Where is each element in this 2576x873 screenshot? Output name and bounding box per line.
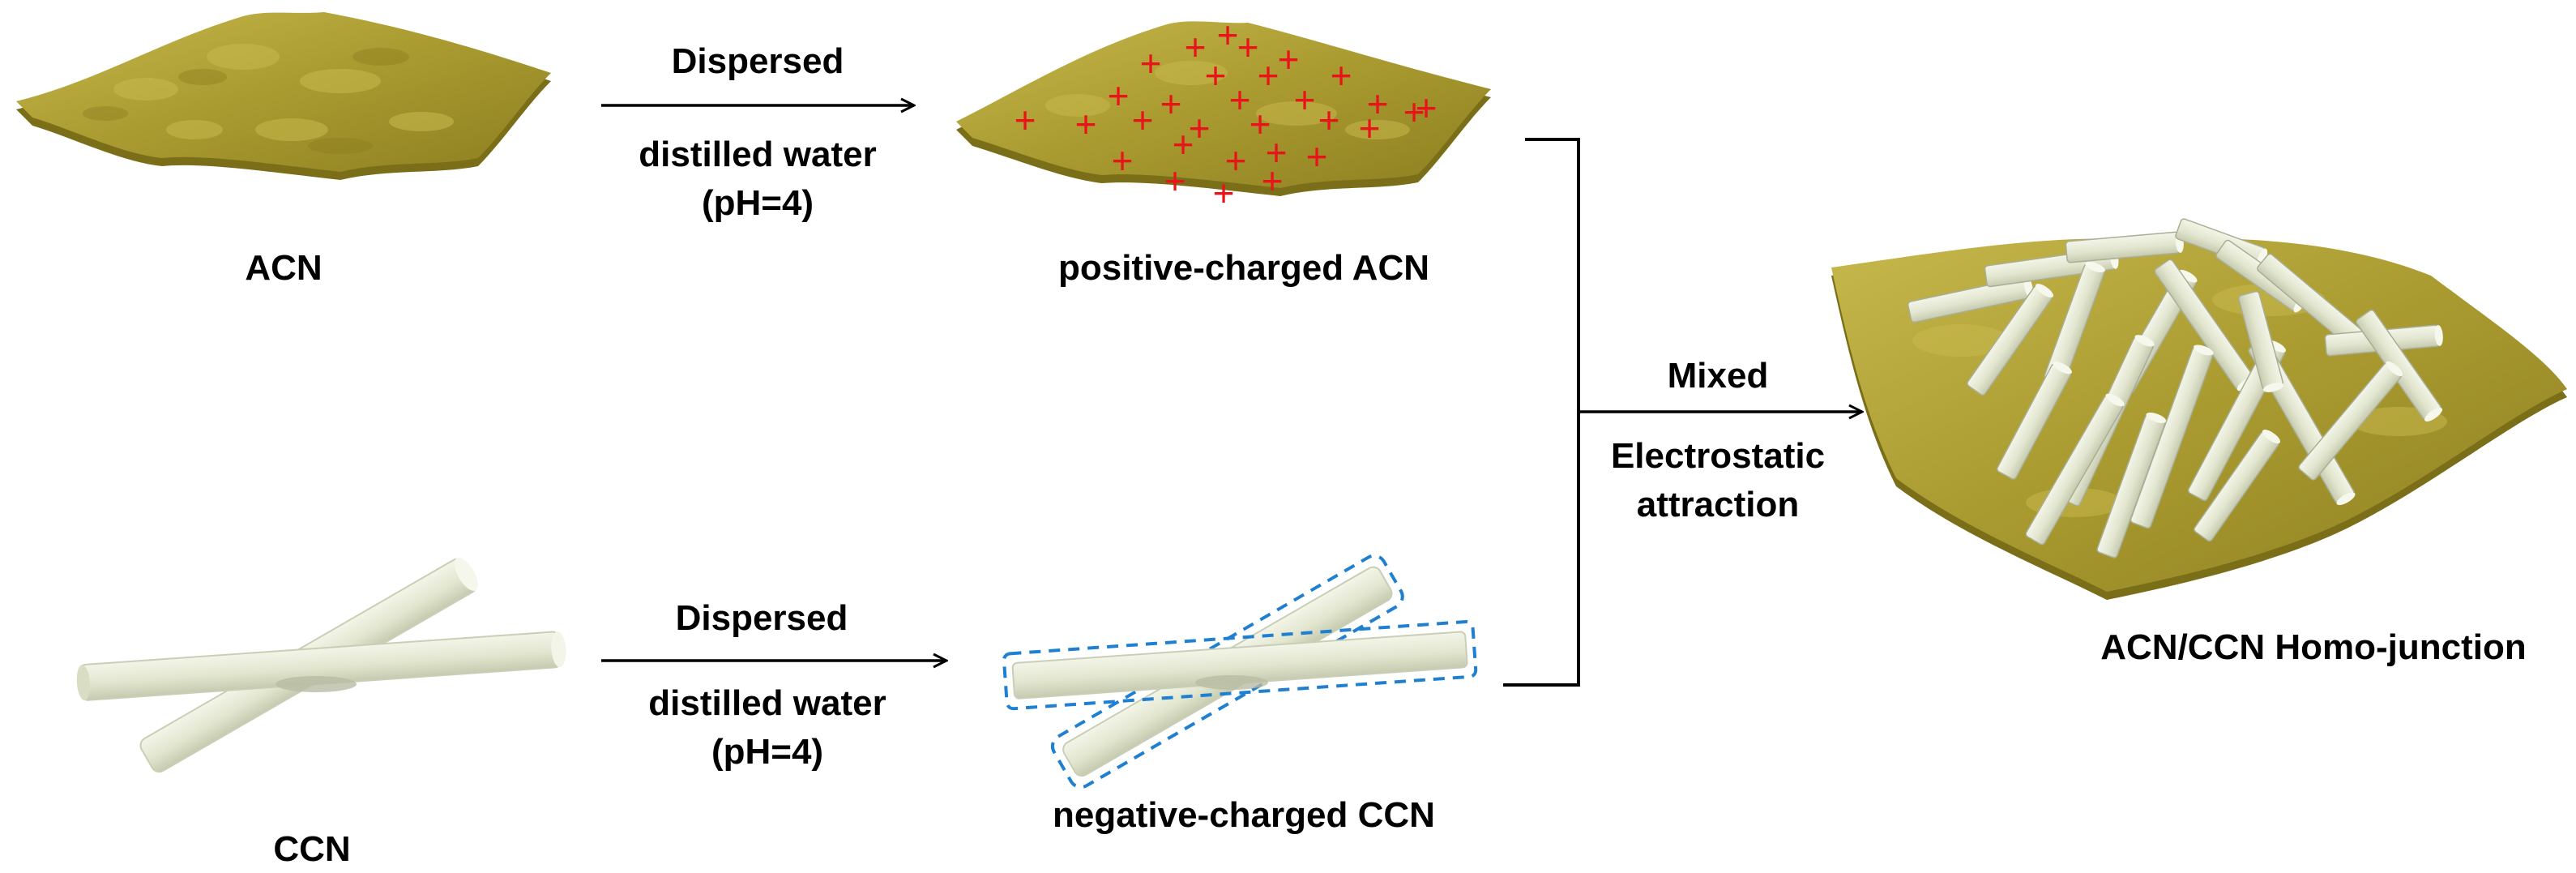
plus-charge-icon: +	[1160, 83, 1182, 125]
plus-charge-icon: +	[1112, 139, 1134, 182]
plus-charge-icon: +	[1213, 172, 1235, 214]
arrow-top-above-label: Dispersed	[672, 41, 844, 81]
label-homo-junction: ACN/CCN Homo-junction	[2100, 627, 2527, 667]
plus-charge-icon: +	[1185, 26, 1207, 68]
plus-charge-icon: +	[1229, 79, 1251, 121]
positive-acn-sheet: ++++++++++++++++++++++++++++++	[956, 14, 1491, 214]
plus-charge-icon: +	[1140, 42, 1162, 84]
plus-charge-icon: +	[1258, 54, 1279, 96]
plus-charge-icon: +	[1403, 91, 1425, 133]
junction-rod	[2025, 393, 2125, 546]
plus-charge-icon: +	[1266, 131, 1288, 173]
arrow-mix-below-label-2: attraction	[1637, 485, 1799, 524]
plus-charge-icon: +	[1262, 160, 1284, 202]
label-ccn: CCN	[273, 829, 350, 869]
ccn-rods	[76, 557, 566, 773]
plus-charge-icon: +	[1189, 107, 1211, 149]
plus-charge-icon: +	[1173, 123, 1194, 165]
plus-charge-icon: +	[1164, 160, 1186, 202]
plus-charge-icon: +	[1331, 54, 1352, 96]
plus-charge-icon: +	[1205, 54, 1227, 96]
junction-rod	[1996, 362, 2072, 480]
plus-charge-icon: +	[1318, 99, 1340, 141]
arrow-mix-above-label: Mixed	[1668, 356, 1769, 396]
plus-charge-icon: +	[1250, 103, 1271, 145]
arrow-bottom-above-label: Dispersed	[676, 598, 848, 638]
junction-rod	[1967, 284, 2054, 396]
merge-bracket	[1503, 138, 1580, 687]
plus-charge-icon: +	[1367, 83, 1389, 125]
arrow-bottom: Dispersed distilled water (pH=4)	[601, 598, 946, 772]
negative-ccn-rods	[1002, 554, 1478, 790]
arrow-bottom-below-label-1: distilled water	[648, 683, 886, 723]
junction-rod	[2298, 361, 2403, 481]
arrow-mix: Mixed Electrostatic attraction	[1578, 356, 1862, 524]
junction-rod	[2096, 412, 2167, 558]
arrow-mix-below-label-1: Electrostatic	[1611, 436, 1825, 476]
label-positive-acn: positive-charged ACN	[1058, 248, 1429, 288]
plus-charge-icon: +	[1108, 75, 1130, 117]
plus-charge-icon: +	[1075, 103, 1097, 145]
homo-junction-composite	[1831, 218, 2567, 600]
arrow-bottom-below-label-2: (pH=4)	[711, 732, 823, 772]
acn-sheet	[16, 12, 551, 180]
plus-charge-icon: +	[1132, 99, 1154, 141]
arrow-top: Dispersed distilled water (pH=4)	[601, 41, 914, 223]
plus-charge-icon: +	[1217, 14, 1239, 56]
plus-charge-icon: +	[1237, 26, 1259, 68]
plus-charge-icon: +	[1225, 139, 1247, 182]
plus-charge-icon: +	[1278, 38, 1300, 80]
plus-charge-icon: +	[1294, 79, 1316, 121]
arrow-top-below-label-2: (pH=4)	[702, 183, 814, 223]
junction-rods	[1907, 218, 2443, 558]
junction-rod	[2238, 290, 2284, 392]
label-acn: ACN	[245, 248, 322, 288]
plus-charge-icon: +	[1306, 135, 1328, 178]
positive-charge-marks: ++++++++++++++++++++++++++++++	[1015, 14, 1438, 214]
plus-charge-icon: +	[1015, 99, 1036, 141]
plus-charge-icon: +	[1359, 107, 1381, 149]
label-negative-ccn: negative-charged CCN	[1053, 795, 1435, 835]
junction-rod	[2194, 430, 2281, 542]
arrow-top-below-label-1: distilled water	[639, 135, 876, 174]
plus-charge-icon: +	[1416, 87, 1438, 129]
